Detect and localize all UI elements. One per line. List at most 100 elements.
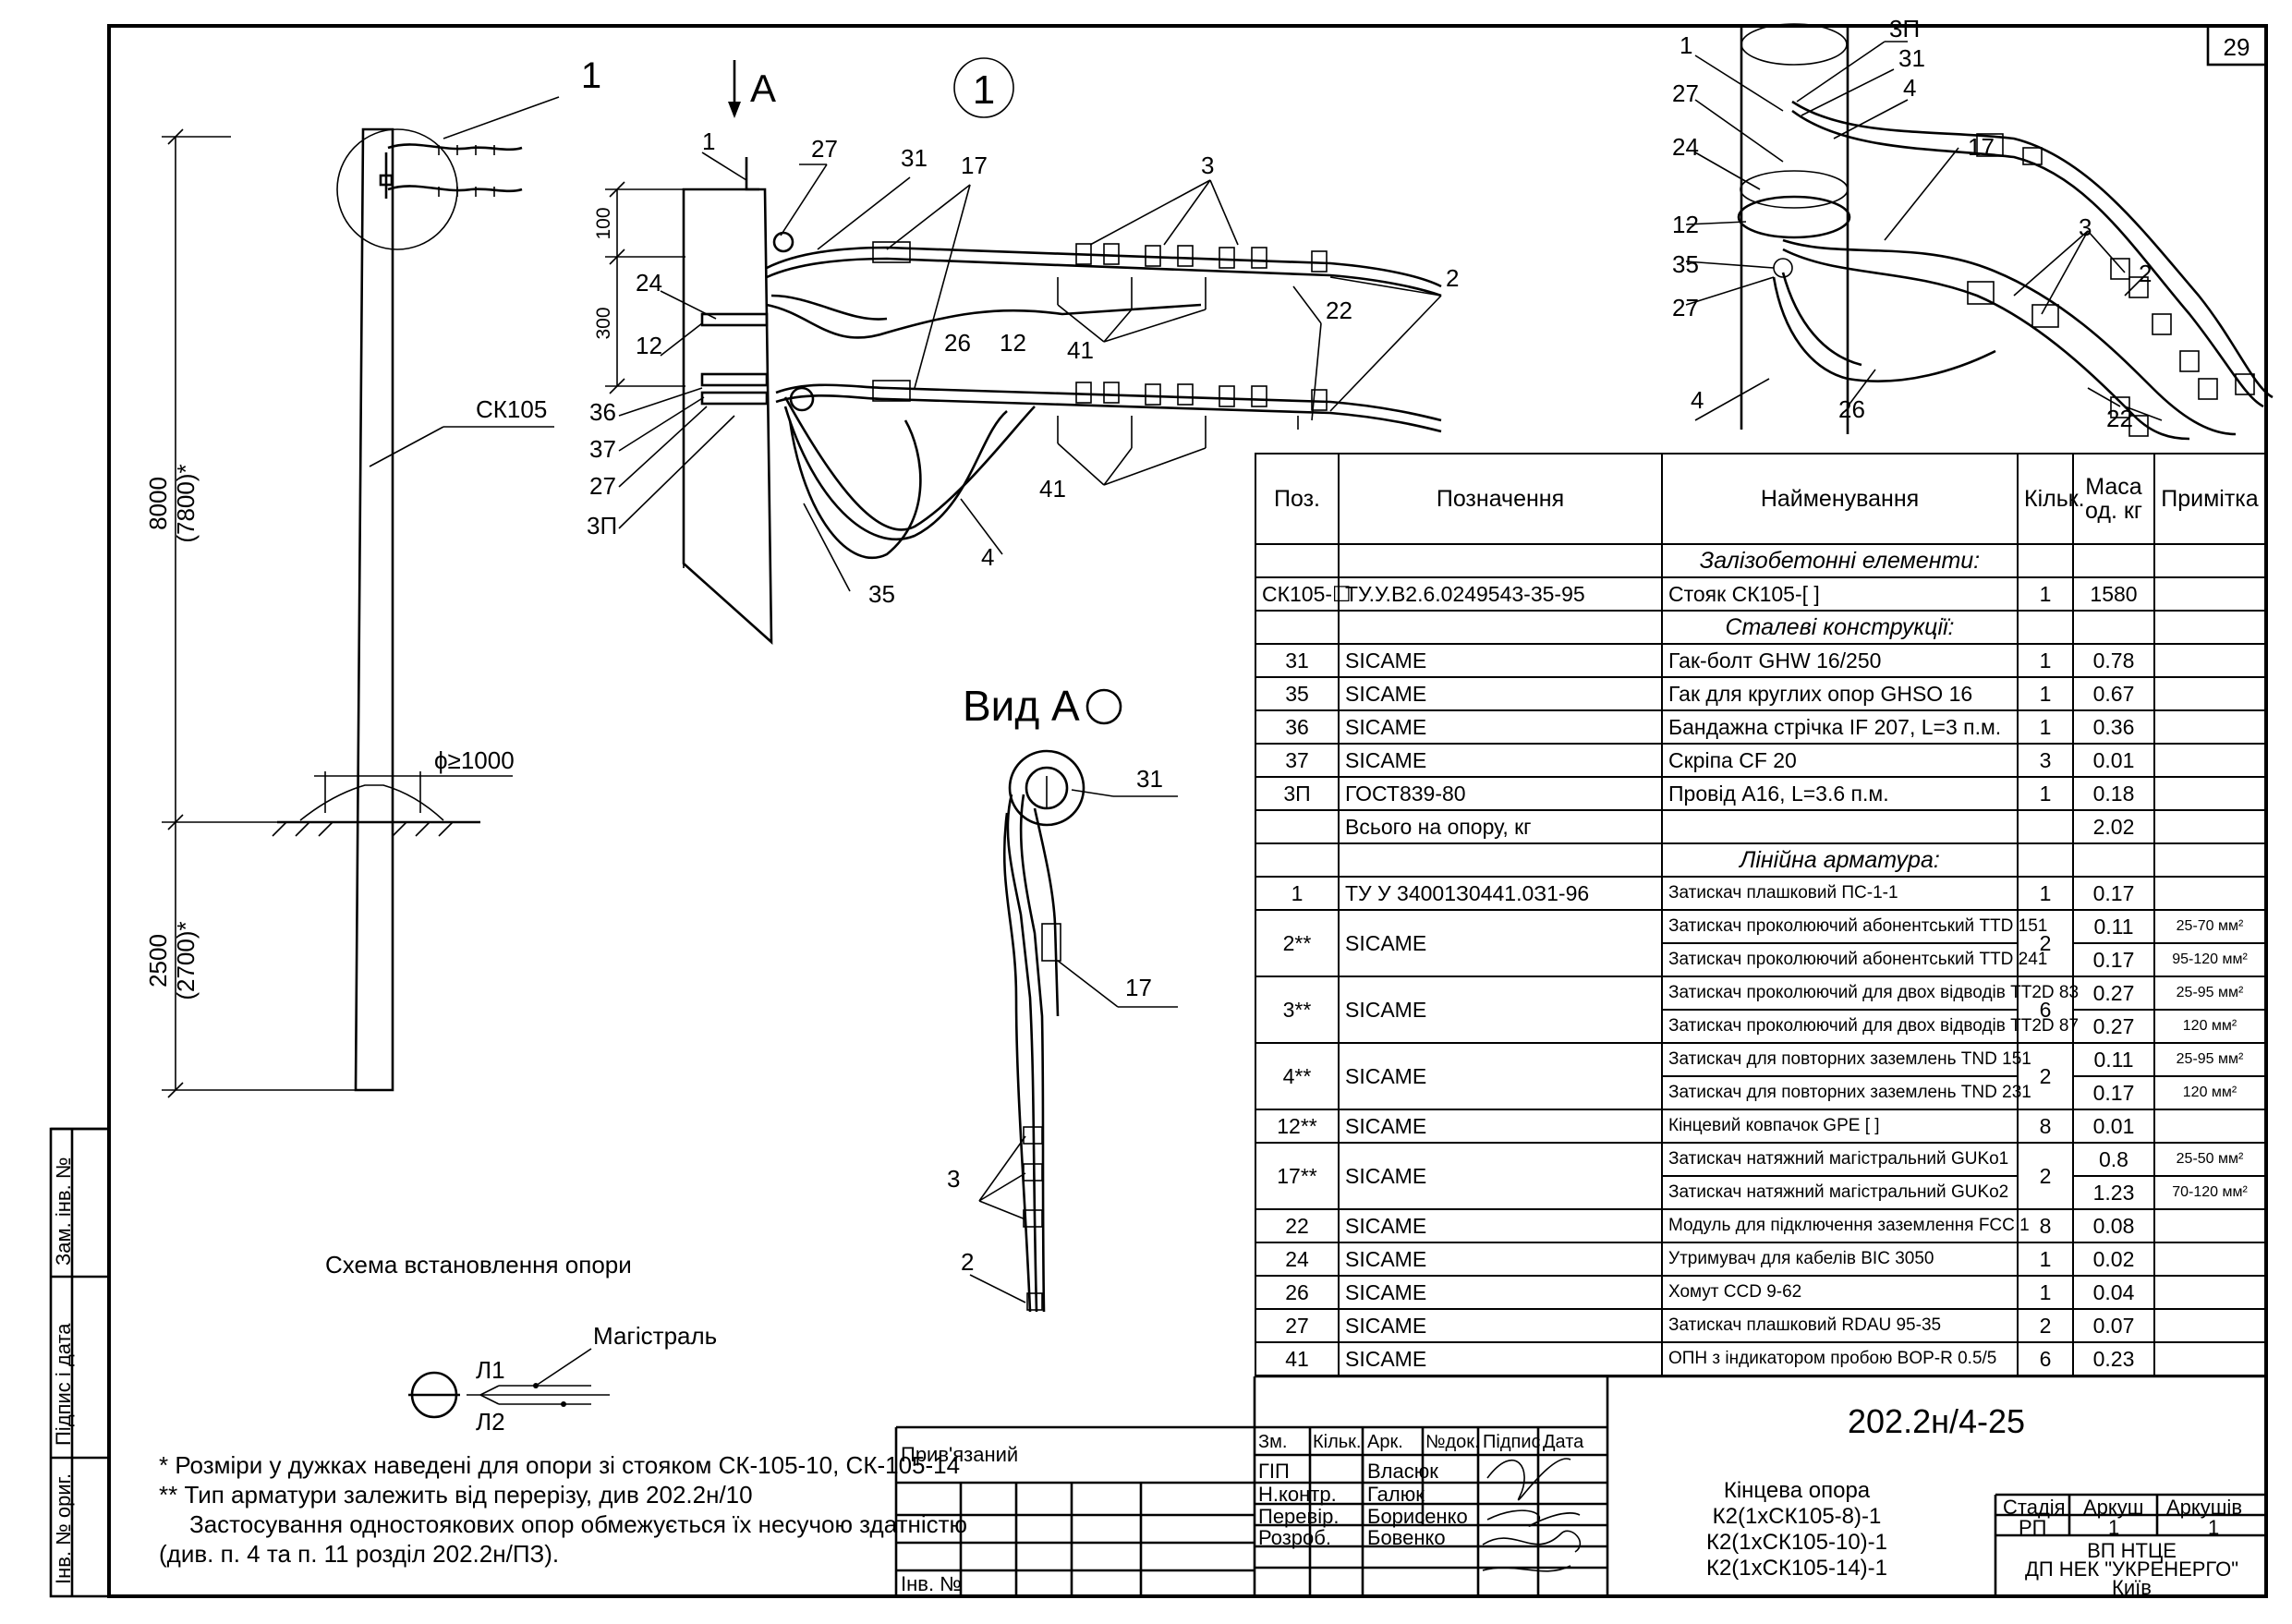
iso-label-1: 1 xyxy=(1680,31,1692,59)
sheets-value: 1 xyxy=(2208,1516,2220,1539)
label-27-lower: 27 xyxy=(589,472,616,500)
legend-l1: Л1 xyxy=(476,1356,505,1384)
iso-label-4-lower: 4 xyxy=(1691,386,1704,414)
table-row: Затискач для повторних заземлень TND 231… xyxy=(1255,1075,2266,1110)
org-line-1: ВП НТЦЕ xyxy=(2087,1539,2177,1562)
label-41-upper: 41 xyxy=(1067,336,1094,364)
total-label: Всього на опору, кг xyxy=(1338,809,1663,844)
iso-label-2: 2 xyxy=(2139,260,2152,287)
tb-header-doc: №док. xyxy=(1425,1432,1480,1452)
pole-top-fittings xyxy=(379,143,523,199)
pole-body xyxy=(354,127,394,1092)
upper-clamps xyxy=(872,241,1328,309)
pole-label: СК105 xyxy=(476,395,547,423)
scheme-caption: Схема встановлення опори xyxy=(325,1251,632,1279)
total-mass: 2.02 xyxy=(2072,809,2155,844)
label-27: 27 xyxy=(811,135,838,163)
iso-label-12: 12 xyxy=(1672,211,1699,238)
tb-header-sheet: Арк. xyxy=(1367,1432,1403,1452)
label-12-right: 12 xyxy=(1000,329,1026,357)
notes-block: * Розміри у дужках наведені для опори зі… xyxy=(159,1451,967,1568)
name-nkontr: Галюк xyxy=(1367,1483,1425,1506)
lower-clamps xyxy=(872,380,1328,448)
view-a-drawing: Вид А 31 17 3 2 xyxy=(947,682,1178,1313)
tb-header-date: Дата xyxy=(1543,1432,1584,1452)
iso-label-4: 4 xyxy=(1903,74,1916,102)
iso-leaders xyxy=(1685,41,2163,421)
sheet-number: 29 xyxy=(2224,33,2250,61)
pole-installation-scheme: 1 8000 (7800)* 2500 (2700)* ϕ≥1000 СК105… xyxy=(144,55,632,1279)
dim-2500: 2500 xyxy=(144,934,172,988)
view-arrow-label: A xyxy=(750,67,776,110)
iso-label-26: 26 xyxy=(1838,395,1865,423)
specification-table: Поз. Позначення Найменування Кільк. Маса… xyxy=(1255,453,2266,1376)
dim-diameter: ϕ≥1000 xyxy=(434,746,515,774)
rotation-symbol xyxy=(1085,688,1122,725)
table-row: Затискач проколюючий для двох відводів T… xyxy=(1255,1009,2266,1044)
upper-wire-bundle xyxy=(766,246,1442,339)
iso-label-31: 31 xyxy=(1898,44,1925,72)
dim-2700: (2700)* xyxy=(172,921,200,1000)
dim-8000: 8000 xyxy=(144,477,172,530)
name-perevir: Борисенко xyxy=(1367,1505,1468,1528)
tb-header-qty: Кільк. xyxy=(1313,1432,1362,1452)
section-row: Залізобетонні елементи: xyxy=(1255,543,2266,578)
title-line-2: К2(1хСК105-8)-1 xyxy=(1712,1504,1882,1529)
legend-l2: Л2 xyxy=(476,1408,505,1436)
header-pos: Поз. xyxy=(1255,453,1340,545)
header-designation: Позначення xyxy=(1338,453,1663,545)
callout-1: 1 xyxy=(581,55,601,96)
total-row: Всього на опору, кг 2.02 xyxy=(1255,809,2266,844)
role-nkontr: Н.контр. xyxy=(1258,1483,1337,1506)
iso-label-27-lower: 27 xyxy=(1672,294,1699,321)
dim-7800: (7800)* xyxy=(172,464,200,542)
ground-mound xyxy=(299,784,444,821)
callout-leader xyxy=(443,96,560,139)
side-stamp-zam-inv: Зам. інв. № xyxy=(52,1157,75,1266)
view-a-pole-outer xyxy=(1008,749,1085,827)
label-35: 35 xyxy=(868,580,895,608)
tb-header-zm: Зм. xyxy=(1258,1432,1288,1452)
org-line-3: Київ xyxy=(2112,1576,2152,1599)
label-4: 4 xyxy=(981,543,994,571)
label-12: 12 xyxy=(636,332,662,359)
header-name: Найменування xyxy=(1661,453,2019,545)
title-line-1: Кінцева опора xyxy=(1723,1478,1871,1503)
iso-label-27: 27 xyxy=(1672,79,1699,107)
label-3: 3 xyxy=(1201,151,1214,179)
role-rozrob: Розроб. xyxy=(1258,1526,1331,1549)
name-gip: Власюк xyxy=(1367,1460,1438,1483)
table-row: СК105-☐ ТУ.У.В2.6.0249543-35-95 Стояк СК… xyxy=(1255,576,2266,612)
title-block-grid xyxy=(894,1375,2266,1596)
label-3p: 3П xyxy=(587,512,617,539)
iso-label-22: 22 xyxy=(2106,405,2133,432)
label-26: 26 xyxy=(944,329,971,357)
role-gip: ГІП xyxy=(1258,1460,1290,1483)
dim-300: 300 xyxy=(593,307,614,339)
drawing-code: 202.2н/4-25 xyxy=(1848,1402,2026,1440)
title-line-4: К2(1хСК105-14)-1 xyxy=(1705,1556,1888,1581)
label-37: 37 xyxy=(589,435,616,463)
sheet-label: Аркуш xyxy=(2083,1496,2144,1519)
section-row: Лінійна арматура: xyxy=(1255,842,2266,878)
view-a-wires xyxy=(1002,794,1060,1313)
view-a-title: Вид А xyxy=(963,682,1080,730)
inv-label: Інв. № xyxy=(901,1572,962,1595)
sheet-number-box xyxy=(2206,24,2268,67)
sheet-value: 1 xyxy=(2108,1516,2120,1539)
